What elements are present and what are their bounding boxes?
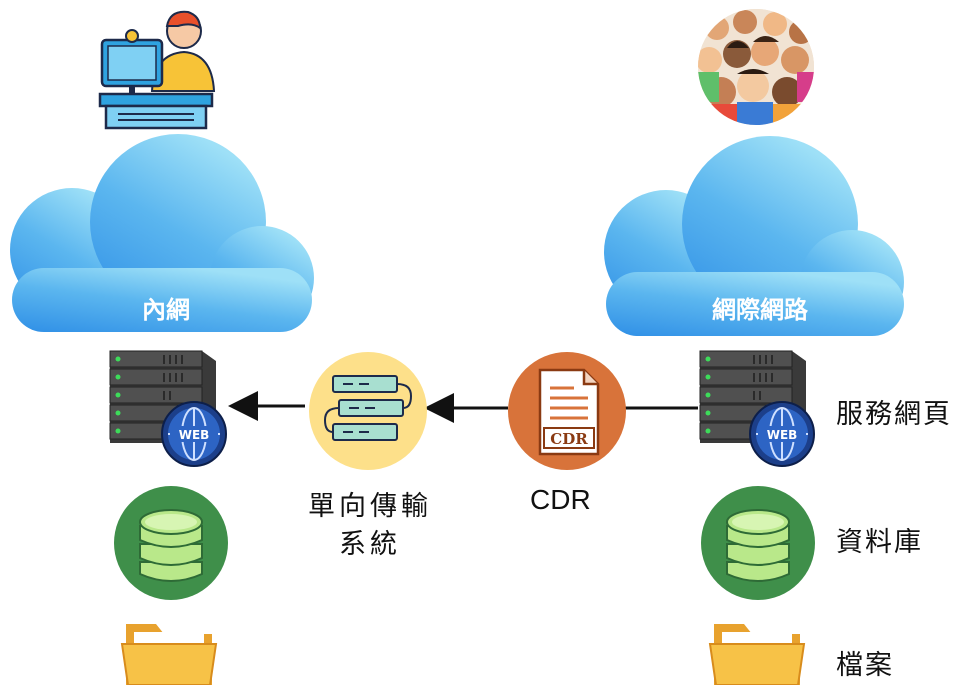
intranet-folder-icon (120, 624, 218, 685)
oneway-label-line1: 單向傳輸 (308, 491, 432, 522)
cdr-label: CDR (530, 484, 591, 515)
internet-database-icon (701, 486, 815, 600)
web-badge-text-left: WEB (179, 428, 210, 442)
intranet-label: 內網 (142, 296, 190, 324)
intranet-database-icon (114, 486, 228, 600)
internet-folder-icon (708, 624, 806, 685)
internet-web-globe-icon: WEB (749, 401, 815, 467)
oneway-transfer-icon (309, 352, 427, 470)
file-label: 檔案 (836, 650, 894, 681)
operator-at-desk-icon (98, 10, 216, 130)
web-badge-text-right: WEB (767, 428, 798, 442)
cloud-right-shape (604, 136, 904, 336)
database-label: 資料庫 (836, 527, 923, 558)
cdr-doc-text: CDR (550, 430, 588, 448)
cloud-left-shape (10, 134, 314, 332)
service-webpage-label: 服務網頁 (836, 399, 952, 430)
internet-label: 網際網路 (712, 296, 808, 324)
cdr-icon: CDR (508, 352, 626, 470)
intranet-web-globe-icon: WEB (161, 401, 227, 467)
oneway-label-line2: 系統 (339, 529, 401, 560)
crowd-icon (698, 9, 814, 125)
